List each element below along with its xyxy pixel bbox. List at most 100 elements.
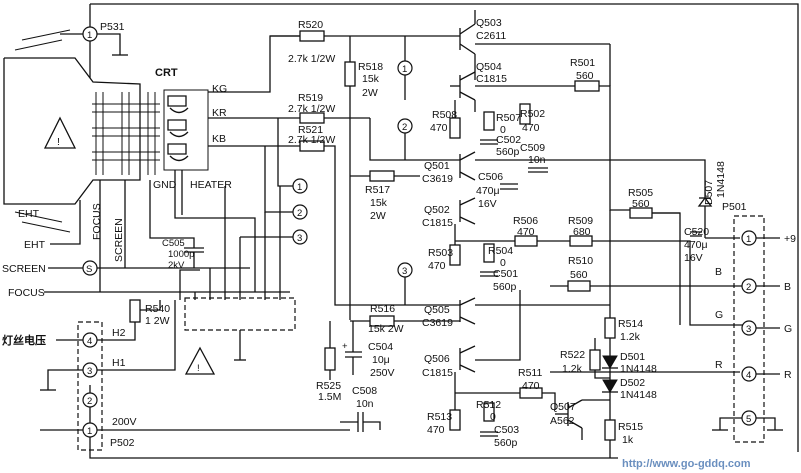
input-screen: SCREEN [2,263,46,275]
d501-name: D501 [620,351,645,363]
c505-voltage: 2kV [168,260,185,271]
r519-value: 2.7k 1/2W [288,103,335,115]
r514-name: R514 [618,318,643,330]
p501-pin-5-label: 5 [746,414,751,425]
c504-name: C504 [368,341,393,353]
p531-ground [97,33,121,55]
r540-value: 1 2W [145,315,170,327]
c504-value: 10μ [372,354,390,366]
q503-part: C2611 [476,30,506,42]
r509-value: 680 [573,226,591,238]
r517-rating: 2W [370,210,386,222]
r501 [574,80,600,92]
signal-b: B [784,281,791,293]
watermark-bg [618,452,800,472]
r522-name: R522 [560,349,585,361]
c502-value: 560p [496,146,520,158]
r521-name: R521 [298,124,323,136]
r522 [589,349,601,371]
c505-name: C505 [162,238,185,249]
d501-diode [602,355,618,369]
r522-value: 1.2k [562,363,583,375]
q506-part: C1815 [422,367,453,379]
c501-value: 560p [493,281,517,293]
watermark: http://www.go-gddq.com [622,458,751,470]
r513-value: 470 [427,424,445,436]
signal-plus9: +9 [784,233,796,245]
crt-warning-icon [43,116,77,149]
p501-pin-4-label: 4 [746,370,751,381]
input-focus: FOCUS [8,287,45,299]
c520-voltage: 16V [684,252,703,264]
r507 [483,111,495,131]
test-node-3-mid-label: 3 [402,266,407,277]
p502-pin-2 [82,392,98,408]
d502-name: D502 [620,377,645,389]
p501-pin-2-label: 2 [746,282,751,293]
test-node-1-mid-label: 1 [402,64,407,75]
c501-name: C501 [493,268,518,280]
r520 [299,30,325,42]
r525-value: 1.5M [318,391,341,403]
r517-value: 15k [370,197,388,209]
r503 [449,244,461,266]
c509-name: C509 [520,142,545,154]
signal-b-inner: B [715,266,722,278]
r505-name: R505 [628,187,653,199]
r502-value: 470 [522,122,540,134]
c506-name: C506 [478,171,503,183]
r514-value: 1.2k [620,331,641,343]
q505-transistor [459,297,476,325]
crt-tube: ! [3,29,209,233]
input-eht: EHT [24,239,46,251]
r504-name: R504 [488,245,513,257]
r507-value: 0 [500,124,506,136]
p502-connector [77,321,103,451]
q503-transistor [459,10,476,80]
q501-name: Q501 [424,160,450,172]
r501-name: R501 [570,57,595,69]
r520-name: R520 [298,19,323,31]
q504-transistor [459,71,476,112]
r510 [567,280,591,292]
q507-name: Q507 [550,401,576,413]
p502-pin-2-label: 2 [87,396,92,407]
r510-value: 560 [570,269,588,281]
r508-value: 470 [430,122,448,134]
socket-warning-glyph: ! [197,363,200,374]
signal-g-inner: G [715,309,723,321]
p531-label: P531 [100,21,125,33]
p501-pin-1-label: 1 [746,234,751,245]
crt-warning-glyph: ! [57,136,60,148]
h2-label: H2 [112,327,126,339]
q506-transistor [459,345,476,373]
c505-value: 1000p [168,249,194,260]
crt-title: CRT [155,67,178,79]
crt-pin-kr: KR [212,107,227,119]
r512 [483,402,495,422]
q507-part: A562 [550,415,575,427]
c520-value: 470μ [684,239,708,251]
q503-name: Q503 [476,17,502,29]
filament-voltage-label: 灯丝电压 [2,333,46,347]
r503-value: 470 [428,260,446,272]
q502-name: Q502 [424,204,450,216]
c503-name: C503 [494,424,519,436]
r515-name: R515 [618,421,643,433]
crt-pin-heater: HEATER [190,179,232,191]
q505-name: Q505 [424,304,450,316]
r516-value: 15k 2W [368,323,404,335]
r512-name: R512 [476,399,501,411]
p502-label: P502 [110,437,135,449]
crt-eht-label: EHT [18,208,40,220]
v200-label: 200V [112,416,137,428]
d502-part: 1N4148 [620,389,657,401]
p502-pin-3-label: 3 [87,366,92,377]
screen-node-label: S [86,264,92,275]
p501-label: P501 [722,201,747,213]
d507-part: 1N4148 [715,161,727,198]
crt-screen-label: SCREEN [113,218,125,262]
r515 [604,419,616,441]
q502-transistor [459,197,476,225]
